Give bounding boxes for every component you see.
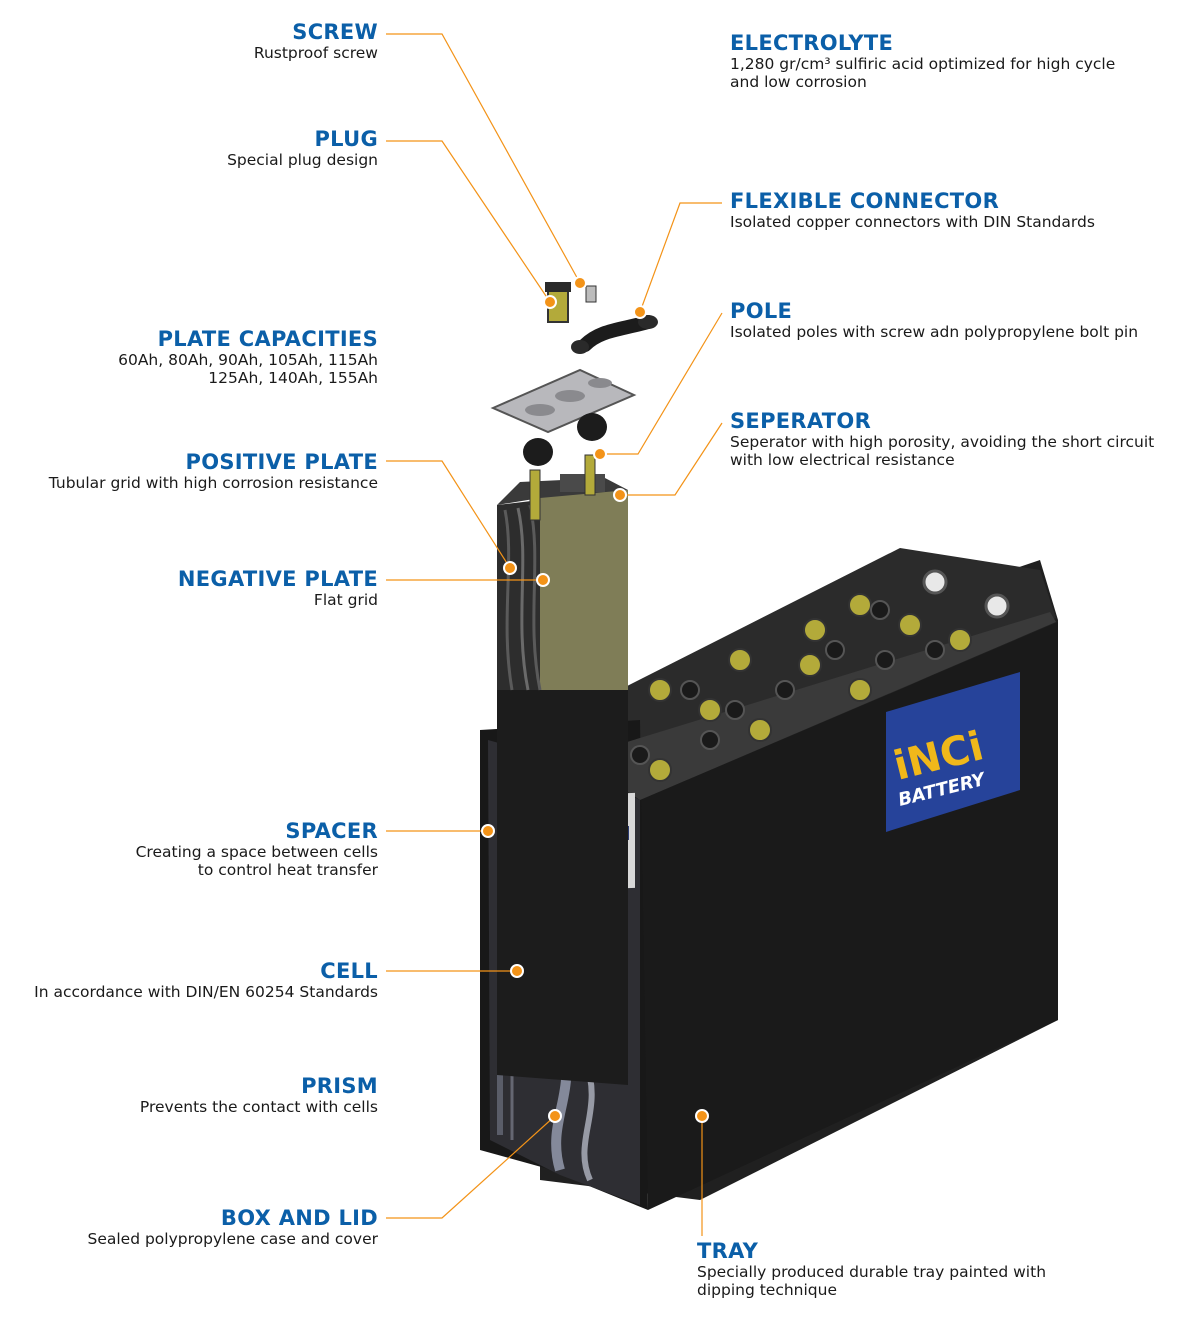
leader-lines (386, 33, 723, 1236)
label-desc: Seperator with high porosity, avoiding t… (730, 433, 1155, 469)
leader-plug (386, 140, 551, 303)
label-title: FLEXIBLE CONNECTOR (730, 189, 1000, 213)
label-title: PRISM (301, 1074, 378, 1098)
label-desc: 1,280 gr/cm³ sulfiric acid optimized for… (730, 55, 1116, 91)
dot-pole (593, 447, 607, 461)
leader-flexible-connector (639, 202, 722, 313)
dot-box-and-lid (548, 1109, 562, 1123)
leader-seperator (620, 422, 723, 496)
label-title: PLATE CAPACITIES (157, 327, 378, 351)
label-spacer: SPACER Creating a space between cells to… (136, 819, 378, 879)
extracted-cell (497, 454, 628, 1085)
label-electrolyte: ELECTROLYTE 1,280 gr/cm³ sulfiric acid o… (730, 31, 1115, 91)
label-desc: Tubular grid with high corrosion resista… (48, 474, 378, 492)
callout-dots (481, 276, 709, 1123)
label-desc: Rustproof screw (253, 44, 378, 62)
dot-spacer (481, 824, 495, 838)
dot-screw (573, 276, 587, 290)
label-desc: Isolated copper connectors with DIN Stan… (730, 213, 1095, 231)
label-title: PLUG (314, 127, 378, 151)
label-title: SPACER (285, 819, 378, 843)
dot-positive-plate (503, 561, 517, 575)
label-pole: POLE Isolated poles with screw adn polyp… (730, 299, 1138, 341)
label-box-and-lid: BOX AND LID Sealed polypropylene case an… (87, 1206, 378, 1248)
label-desc: Sealed polypropylene case and cover (87, 1230, 378, 1248)
label-title: NEGATIVE PLATE (177, 567, 378, 591)
label-cell: CELL In accordance with DIN/EN 60254 Sta… (34, 959, 378, 1001)
label-title: ELECTROLYTE (730, 31, 894, 55)
dot-seperator (613, 488, 627, 502)
label-title: CELL (320, 959, 378, 983)
label-title: POLE (730, 299, 793, 323)
leader-screw (386, 33, 581, 284)
label-tray: TRAY Specially produced durable tray pai… (697, 1239, 1046, 1299)
label-title: SCREW (292, 20, 378, 44)
dot-cell (510, 964, 524, 978)
label-desc: Prevents the contact with cells (139, 1098, 378, 1116)
label-positive-plate: POSITIVE PLATE Tubular grid with high co… (49, 450, 378, 492)
label-plug: PLUG Special plug design (227, 127, 378, 169)
label-seperator: SEPERATOR Seperator with high porosity, … (730, 409, 1154, 469)
label-title: POSITIVE PLATE (185, 450, 378, 474)
label-flexible-connector: FLEXIBLE CONNECTOR Isolated copper conne… (730, 189, 1095, 231)
dot-negative-plate (536, 573, 550, 587)
dot-flexible-connector (633, 305, 647, 319)
leader-pole (600, 312, 723, 455)
label-desc: In accordance with DIN/EN 60254 Standard… (34, 983, 378, 1001)
label-negative-plate: NEGATIVE PLATE Flat grid (178, 567, 378, 609)
label-desc: Flat grid (313, 591, 378, 609)
brand-logo: iNCi BATTERY (886, 672, 1020, 832)
label-title: TRAY (697, 1239, 759, 1263)
label-desc: Specially produced durable tray painted … (697, 1263, 1047, 1299)
label-prism: PRISM Prevents the contact with cells (140, 1074, 378, 1116)
leader-positive-plate (386, 460, 511, 569)
label-title: BOX AND LID (220, 1206, 378, 1230)
label-title: SEPERATOR (730, 409, 872, 433)
leader-box-and-lid (386, 1115, 556, 1219)
dot-tray (695, 1109, 709, 1123)
label-desc: Creating a space between cells to contro… (135, 843, 378, 879)
label-desc: 60Ah, 80Ah, 90Ah, 105Ah, 115Ah 125Ah, 14… (118, 351, 378, 387)
dot-plug (543, 295, 557, 309)
label-desc: Isolated poles with screw adn polypropyl… (730, 323, 1139, 341)
label-screw: SCREW Rustproof screw (254, 20, 378, 62)
label-plate-capacities: PLATE CAPACITIES 60Ah, 80Ah, 90Ah, 105Ah… (118, 327, 378, 387)
label-desc: Special plug design (227, 151, 378, 169)
exploded-parts (490, 282, 658, 466)
